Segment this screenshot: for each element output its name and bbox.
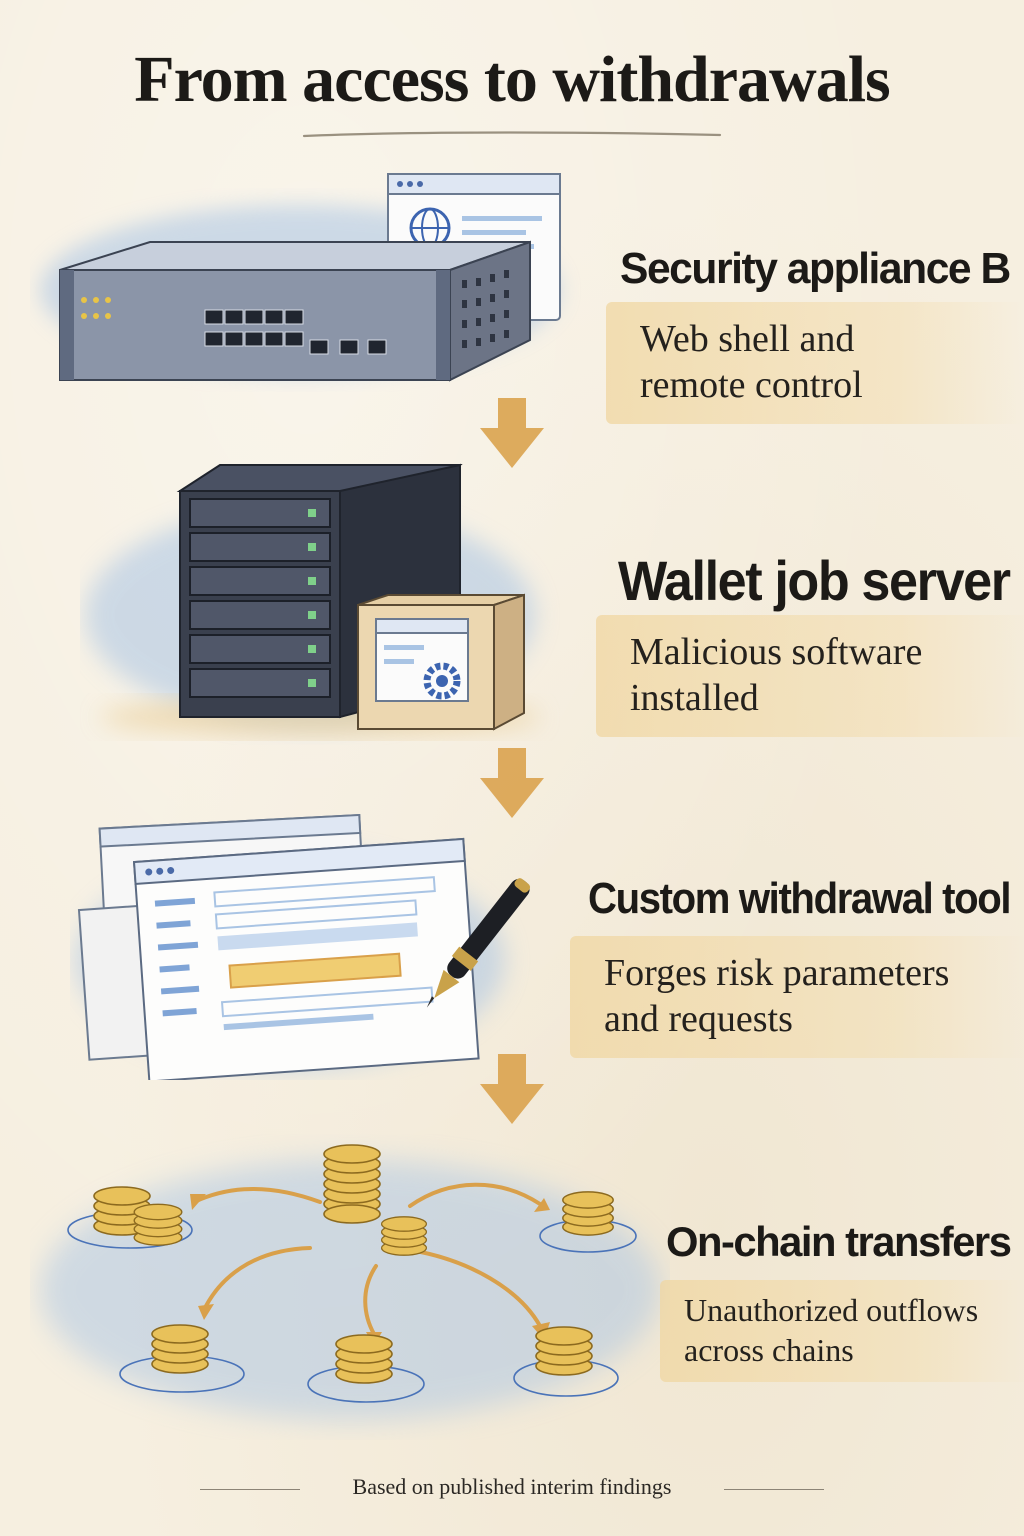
step-2-description: Malicious software installed [596,615,1024,737]
step-1-description-line-2: remote control [640,364,863,406]
coin-transfer-icon [40,1144,660,1420]
step-4-description-line-2: across chains [684,1332,854,1368]
step-3-description: Forges risk parameters and requests [570,936,1024,1058]
step-2-description-line-2: installed [630,677,759,719]
step-1-description: Web shell and remote control [606,302,1024,424]
server-rack-icon [85,463,540,737]
flow-arrow-3 [480,1054,544,1124]
step-4-description: Unauthorized outflows across chains [660,1280,1024,1382]
step-3-title: Custom withdrawal tool [588,874,1012,923]
network-appliance-icon [40,173,561,382]
step-4-description-line-1: Unauthorized outflows [684,1292,979,1328]
footer-rule-right [724,1489,824,1490]
title-underline [302,131,722,138]
step-3-description-line-1: Forges risk parameters [604,952,950,994]
step-1-title: Security appliance B [620,244,1011,293]
forged-document-icon [75,813,531,1080]
step-2-description-line-1: Malicious software [630,631,923,673]
step-4-title: On-chain transfers [666,1218,1012,1265]
page-title: From access to withdrawals [134,43,891,116]
flow-arrow-1 [480,398,544,468]
flow-arrow-2 [480,748,544,818]
footer-note: Based on published interim findings [352,1474,672,1499]
step-1-description-line-1: Web shell and [640,318,855,360]
step-3-description-line-2: and requests [604,998,793,1040]
step-2-title: Wallet job server [618,549,1011,612]
footer-rule-left [200,1489,300,1490]
